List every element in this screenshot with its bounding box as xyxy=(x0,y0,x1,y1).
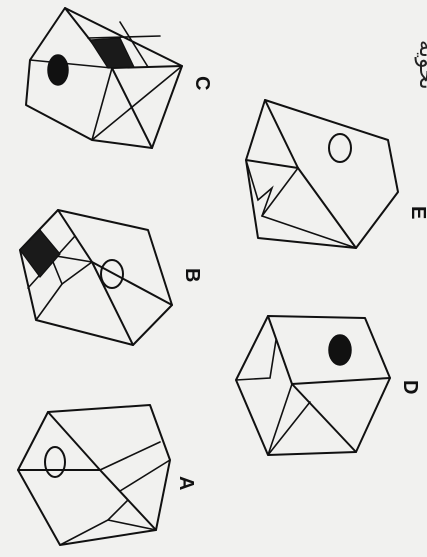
cube-e[interactable]: E xyxy=(246,100,427,248)
hollow-circle xyxy=(329,134,351,162)
header-text: تحويه xyxy=(414,40,427,90)
cube-b[interactable]: B xyxy=(20,210,203,345)
cube-a[interactable]: A xyxy=(18,405,197,545)
label-e: E xyxy=(407,206,427,219)
hollow-circle xyxy=(101,260,123,288)
hollow-circle xyxy=(45,447,65,477)
label-d: D xyxy=(399,380,421,394)
shaded-square xyxy=(90,38,134,68)
dark-circle xyxy=(329,335,351,365)
label-b: B xyxy=(181,268,203,282)
dark-circle xyxy=(48,55,68,85)
cube-d[interactable]: D xyxy=(236,316,421,455)
cube-c[interactable]: C xyxy=(26,8,213,148)
label-c: C xyxy=(191,76,213,90)
shaded-square xyxy=(20,230,60,277)
label-a: A xyxy=(175,476,197,490)
